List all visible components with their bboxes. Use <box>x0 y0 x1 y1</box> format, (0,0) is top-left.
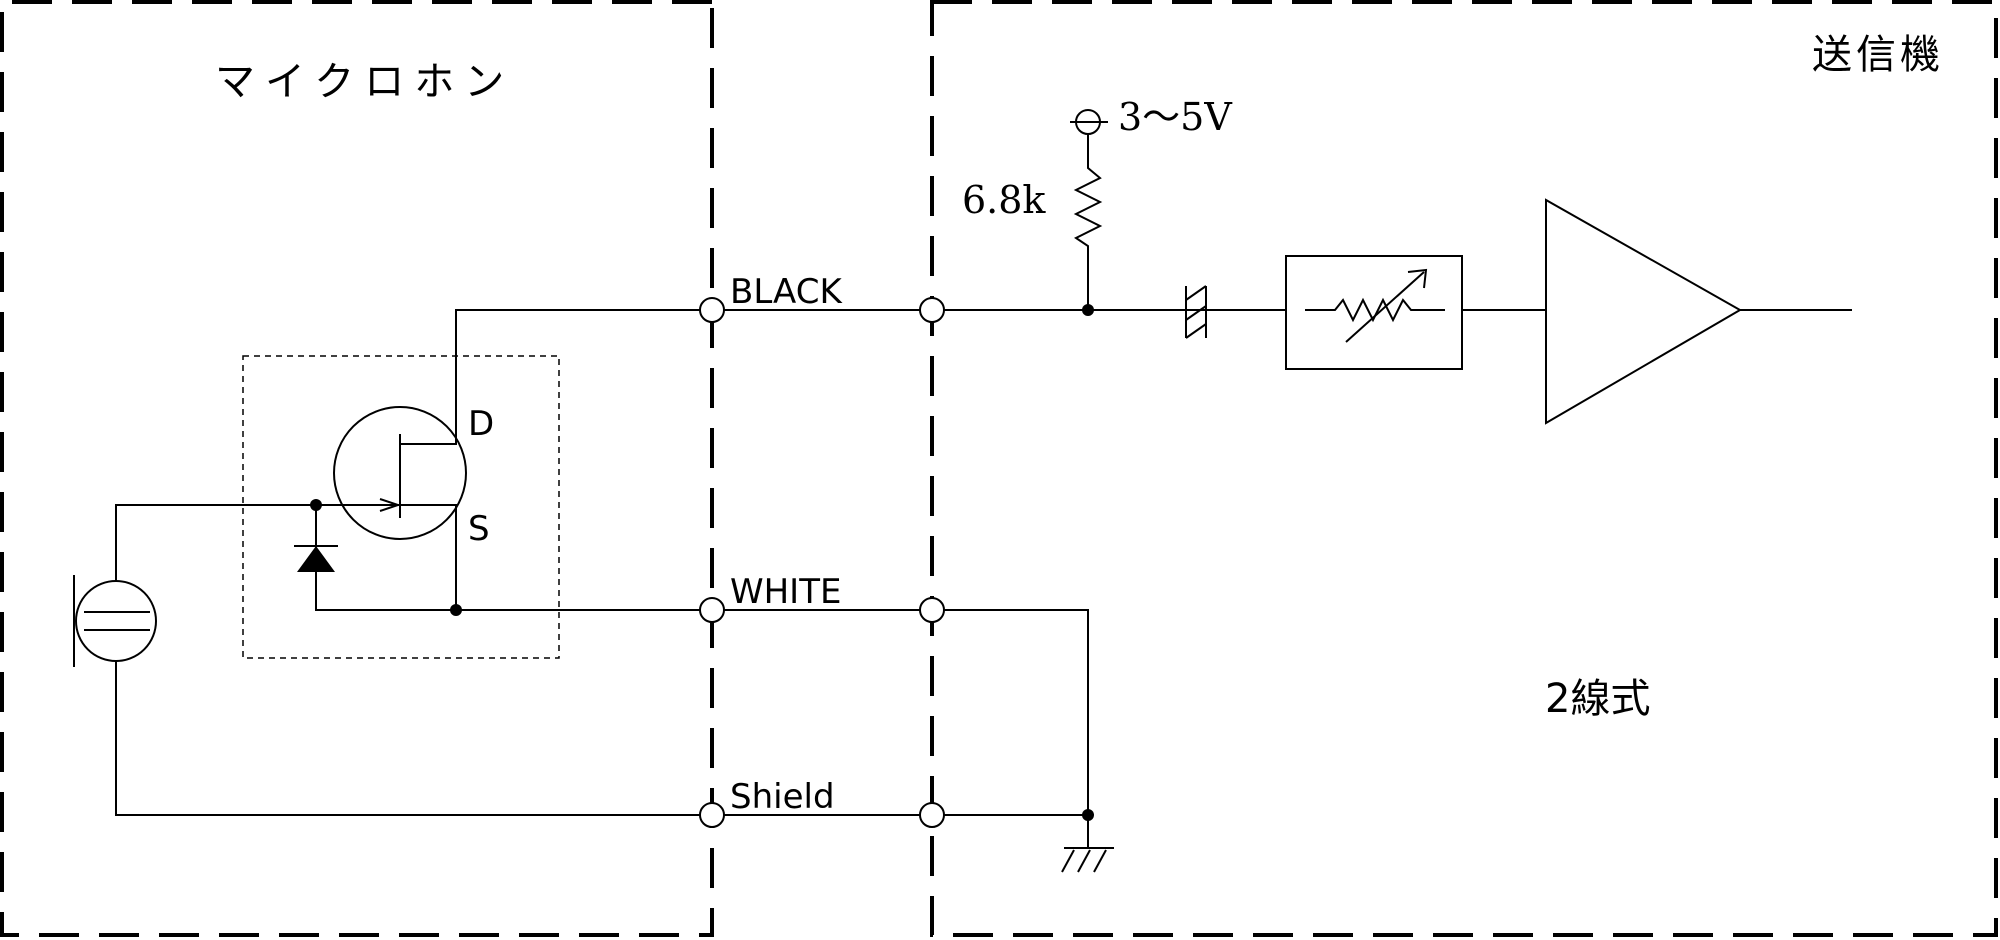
source-node <box>450 604 462 616</box>
terminal-black-mic <box>699 297 725 323</box>
volume-control-box <box>1285 255 1463 370</box>
terminal-white-tx <box>919 597 945 623</box>
terminals <box>699 297 945 828</box>
white-internal-wire <box>932 609 1089 816</box>
jfet-icon <box>333 309 712 611</box>
diode-icon <box>294 505 456 611</box>
ground-icon <box>1061 815 1114 873</box>
variable-resistor-icon <box>1305 268 1445 343</box>
wiring-type-label: 2線式 <box>1545 676 1650 722</box>
white-wire-label: WHITE <box>730 572 841 612</box>
capacitor-icon <box>1185 285 1207 339</box>
gate-node <box>310 499 322 511</box>
terminal-shield-mic <box>699 802 725 828</box>
terminal-black-tx <box>919 297 945 323</box>
shield-return-wire <box>115 661 712 816</box>
supply-terminal-icon <box>1070 109 1108 135</box>
voltage-label: 3～5V <box>1118 95 1232 139</box>
resistor-label: 6.8k <box>962 178 1046 222</box>
jfet-module-outline <box>242 355 560 659</box>
shield-wire-label: Shield <box>730 777 835 817</box>
source-label: S <box>468 509 490 549</box>
terminal-shield-tx <box>919 802 945 828</box>
transmitter-box <box>930 0 1998 937</box>
microphone-label: マイクロホン <box>215 59 514 105</box>
microphone-box <box>0 0 714 937</box>
amplifier-icon <box>1545 198 1743 425</box>
black-wire-label: BLACK <box>730 272 843 312</box>
capsule-icon <box>73 575 157 667</box>
bias-node <box>1082 304 1094 316</box>
transmitter-label: 送信機 <box>1812 32 1944 78</box>
drain-label: D <box>468 404 494 444</box>
resistor-icon <box>1073 134 1103 310</box>
gate-wire <box>115 504 400 581</box>
terminal-white-mic <box>699 597 725 623</box>
